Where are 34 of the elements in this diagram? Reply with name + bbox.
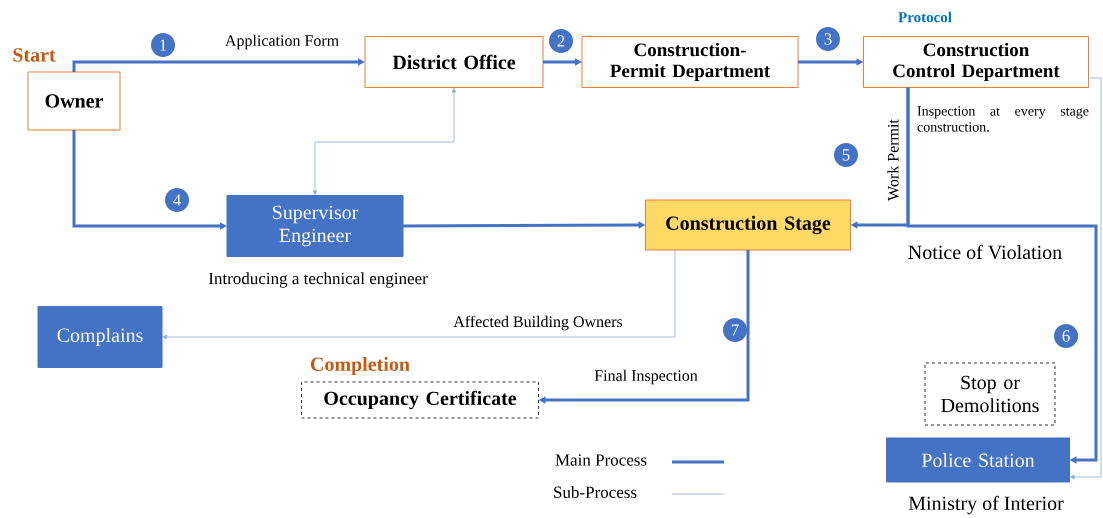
legend-label: Sub-Process xyxy=(554,486,637,498)
outcome-box: Occupancy Certificate xyxy=(301,381,539,419)
edge-label: Application Form xyxy=(223,33,341,51)
step-number: 4 xyxy=(165,188,189,212)
node-caption: Introducing a technical engineer xyxy=(208,272,428,288)
arrow xyxy=(906,87,1098,464)
legend-label: Main Process xyxy=(555,454,647,466)
step-number: 2 xyxy=(549,29,573,53)
edge-label: Work Permit xyxy=(886,118,900,202)
process-box: Police Station xyxy=(886,437,1070,483)
note-text: Inspection at every stage construction. xyxy=(917,106,1089,132)
step-number: 1 xyxy=(151,33,175,57)
edge-label: Notice of Violation xyxy=(906,243,1064,261)
node-caption: Completion xyxy=(311,356,410,376)
process-box: Construction Stage xyxy=(645,199,851,251)
node-caption: Protocol xyxy=(898,11,952,23)
arrow xyxy=(162,249,676,340)
process-box: Complains xyxy=(37,306,163,368)
process-box: Owner xyxy=(27,71,121,131)
process-box: District Office xyxy=(364,36,544,88)
process-box: Construction Control Department xyxy=(863,36,1089,88)
step-number: 5 xyxy=(834,143,858,167)
step-number: 6 xyxy=(1054,324,1078,348)
process-box: Construction-Permit Department xyxy=(581,36,799,88)
outcome-box: Stop or Demolitions xyxy=(924,362,1056,426)
edge-label: Affected Building Owners xyxy=(452,314,624,332)
node-caption: Ministry of Interior xyxy=(908,495,1064,515)
step-number: 3 xyxy=(816,27,840,51)
step-number: 7 xyxy=(723,318,747,342)
node-caption: Start xyxy=(13,48,56,62)
process-box: Supervisor Engineer xyxy=(226,195,404,257)
arrow xyxy=(1070,77,1102,480)
edge-label: Final Inspection xyxy=(593,368,699,386)
arrow xyxy=(312,88,457,195)
